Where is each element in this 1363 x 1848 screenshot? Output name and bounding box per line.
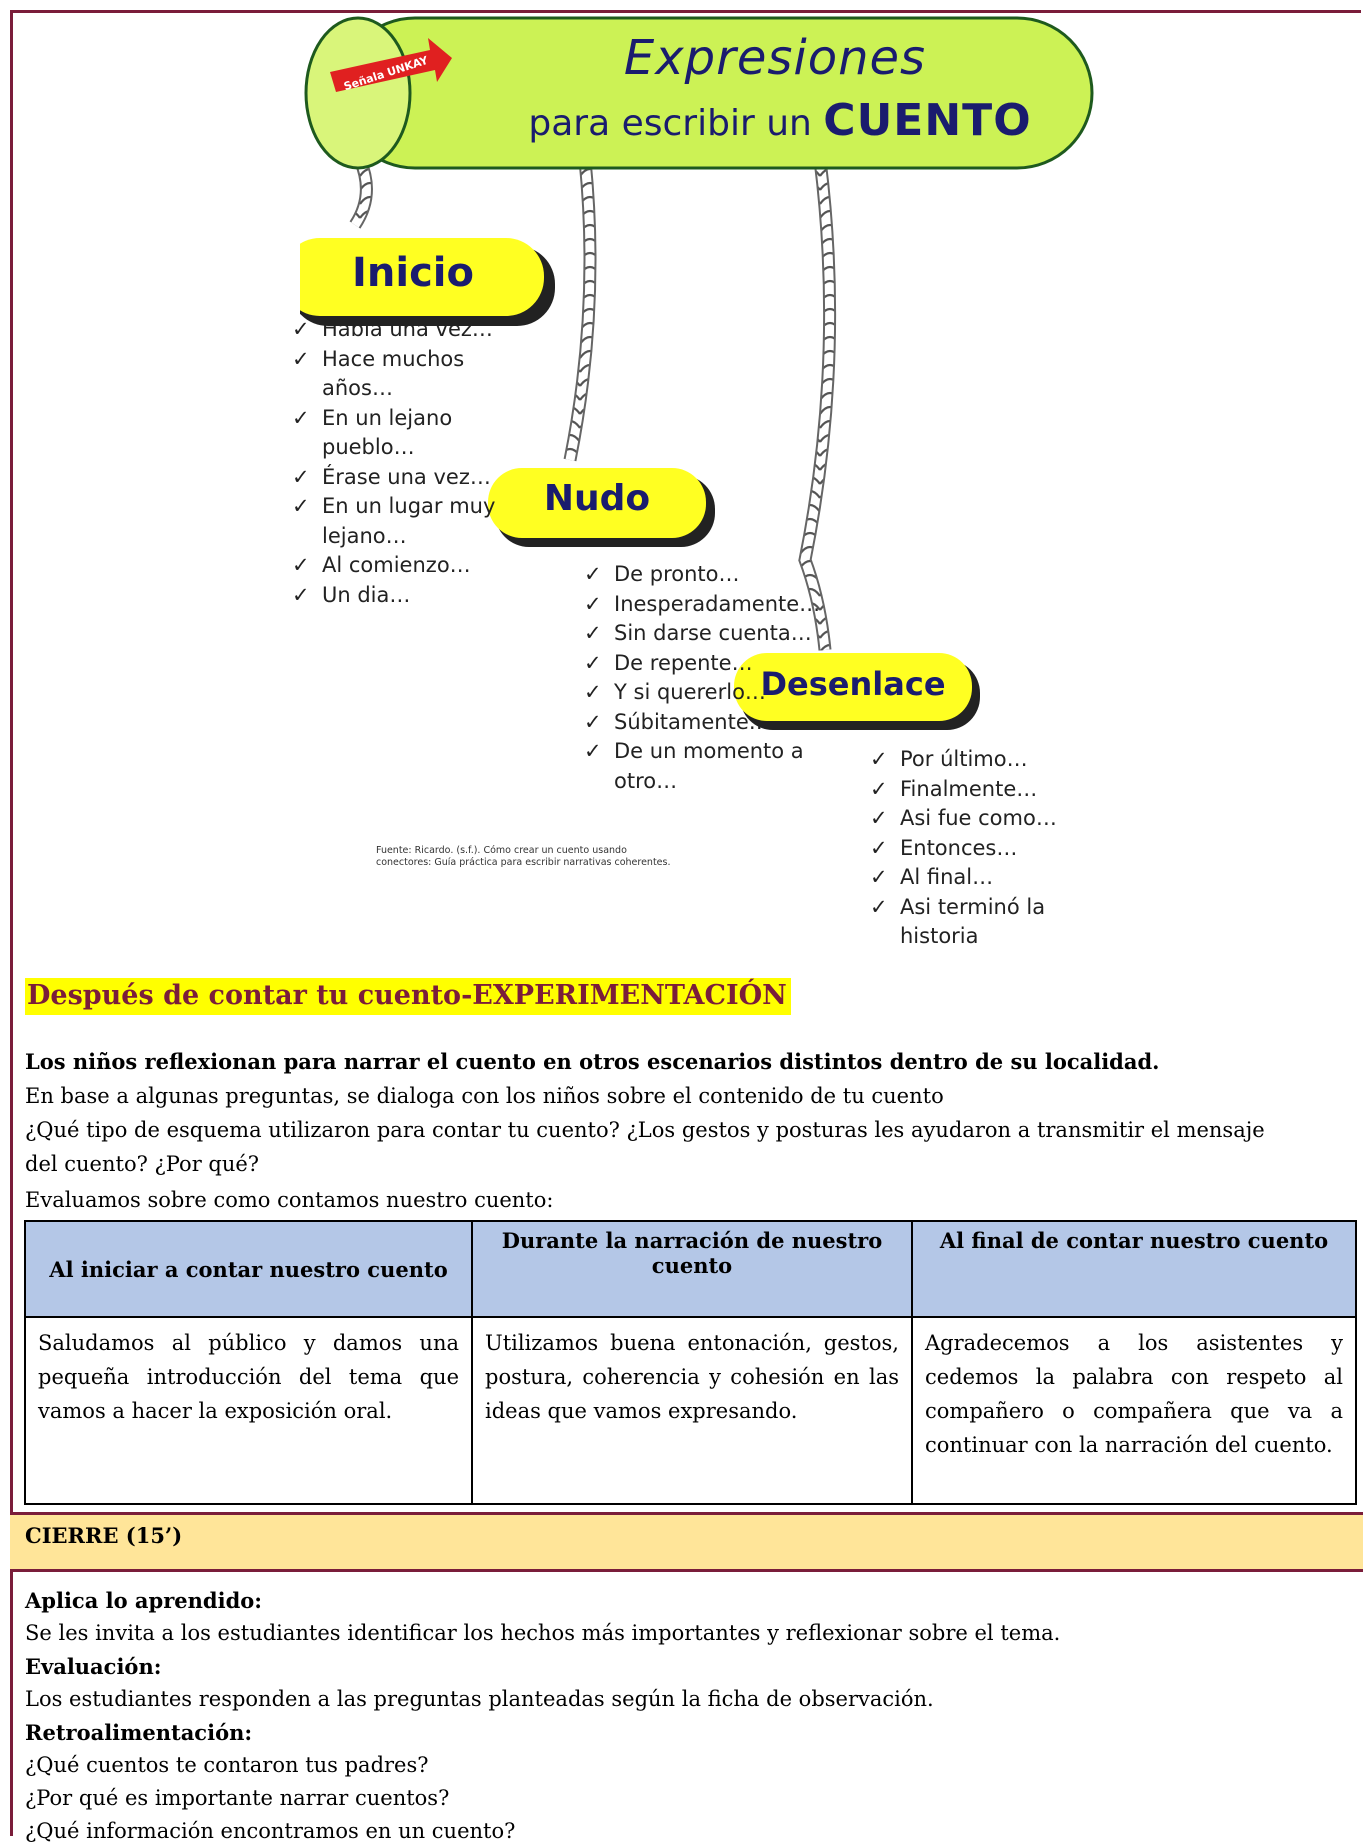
closing-line: ¿Qué información encontramos en un cuent… bbox=[25, 1819, 516, 1843]
paragraph-questions-1: ¿Qué tipo de esquema utilizaron para con… bbox=[25, 1118, 1265, 1142]
banner-subtitle-emph: CUENTO bbox=[823, 95, 1032, 146]
inicio-list: Habia una vez…Hace muchos años…En un lej… bbox=[292, 315, 512, 610]
checklist-item: De repente… bbox=[584, 649, 824, 679]
closing-subheading: Retroalimentación: bbox=[25, 1720, 253, 1745]
page-frame bbox=[10, 10, 1361, 1836]
table-cell: Utilizamos buena entonación, gestos, pos… bbox=[471, 1316, 913, 1505]
paragraph-reflection: Los niños reflexionan para narrar el cue… bbox=[25, 1049, 1160, 1074]
table-row: Saludamos al público y damos una pequeña… bbox=[24, 1316, 1357, 1505]
checklist-item: Hace muchos años… bbox=[292, 345, 512, 404]
table-cell: Agradecemos a los asistentes y cedemos l… bbox=[911, 1316, 1357, 1505]
checklist-item: Al comienzo… bbox=[292, 551, 512, 581]
banner-subtitle: para escribir un CUENTO bbox=[460, 95, 1100, 146]
evaluation-table: Al iniciar a contar nuestro cuento Duran… bbox=[24, 1220, 1357, 1505]
checklist-item: Érase una vez… bbox=[292, 463, 512, 493]
checklist-item: Finalmente… bbox=[870, 775, 1070, 805]
table-header-cell: Al final de contar nuestro cuento bbox=[911, 1220, 1357, 1318]
checklist-item: De un momento a otro… bbox=[584, 737, 824, 796]
checklist-item: En un lugar muy lejano… bbox=[292, 492, 512, 551]
nudo-list: De pronto…Inesperadamente…Sin darse cuen… bbox=[584, 560, 824, 796]
story-expressions-diagram: Señala UNKAY Expresiones para escribir u… bbox=[292, 10, 1100, 970]
banner-subtitle-prefix: para escribir un bbox=[528, 103, 812, 144]
closing-subheading: Aplica lo aprendido: bbox=[25, 1588, 263, 1613]
checklist-item: Por último… bbox=[870, 745, 1070, 775]
checklist-item: Un dia… bbox=[292, 581, 512, 611]
checklist-item: Asi terminó la historia bbox=[870, 893, 1070, 952]
closing-line: Se les invita a los estudiantes identifi… bbox=[25, 1621, 1061, 1645]
source-citation: Fuente: Ricardo. (s.f.). Cómo crear un c… bbox=[376, 845, 671, 868]
banner-title: Expresiones bbox=[623, 30, 927, 86]
checklist-item: Entonces… bbox=[870, 834, 1070, 864]
rope-nudo bbox=[563, 159, 597, 462]
closing-subheading: Evaluación: bbox=[25, 1654, 162, 1679]
checklist-item: Al final… bbox=[870, 863, 1070, 893]
checklist-item: Inesperadamente… bbox=[584, 590, 824, 620]
paragraph-dialog: En base a algunas preguntas, se dialoga … bbox=[25, 1084, 944, 1108]
closing-line: ¿Por qué es importante narrar cuentos? bbox=[25, 1786, 450, 1810]
pill-inicio-shape bbox=[300, 238, 555, 326]
section-heading: Después de contar tu cuento-EXPERIMENTAC… bbox=[25, 978, 791, 1015]
closing-section: Aplica lo aprendido: Se les invita a los … bbox=[25, 1584, 1060, 1848]
desenlace-list: Por último…Finalmente…Asi fue como…Enton… bbox=[870, 745, 1070, 952]
rope-inicio bbox=[349, 157, 373, 229]
checklist-item: En un lejano pueblo… bbox=[292, 404, 512, 463]
table-header-row: Al iniciar a contar nuestro cuento Duran… bbox=[24, 1220, 1357, 1318]
closing-line: Los estudiantes responden a las pregunta… bbox=[25, 1687, 934, 1711]
closing-line: ¿Qué cuentos te contaron tus padres? bbox=[25, 1753, 429, 1777]
checklist-item: De pronto… bbox=[584, 560, 824, 590]
title-banner bbox=[304, 16, 1094, 170]
unkay-tag bbox=[330, 38, 452, 92]
cierre-bar: CIERRE (15’) bbox=[10, 1512, 1363, 1572]
checklist-item: Sin darse cuenta… bbox=[584, 619, 824, 649]
table-header-cell: Durante la narración de nuestro cuento bbox=[471, 1220, 913, 1318]
pill-nudo-label: Nudo bbox=[543, 478, 651, 519]
checklist-item: Y si quererlo… bbox=[584, 678, 824, 708]
paragraph-questions-2: del cuento? ¿Por qué? bbox=[25, 1152, 260, 1176]
pill-inicio-label: Inicio bbox=[352, 250, 474, 296]
paragraph-evaluate: Evaluamos sobre como contamos nuestro cu… bbox=[25, 1188, 554, 1212]
table-cell: Saludamos al público y damos una pequeña… bbox=[24, 1316, 473, 1505]
table-header-cell: Al iniciar a contar nuestro cuento bbox=[24, 1220, 473, 1318]
checklist-item: Súbitamente… bbox=[584, 708, 824, 738]
pill-nudo-shape bbox=[488, 468, 715, 547]
checklist-item: Habia una vez… bbox=[292, 315, 512, 345]
checklist-item: Asi fue como… bbox=[870, 804, 1070, 834]
